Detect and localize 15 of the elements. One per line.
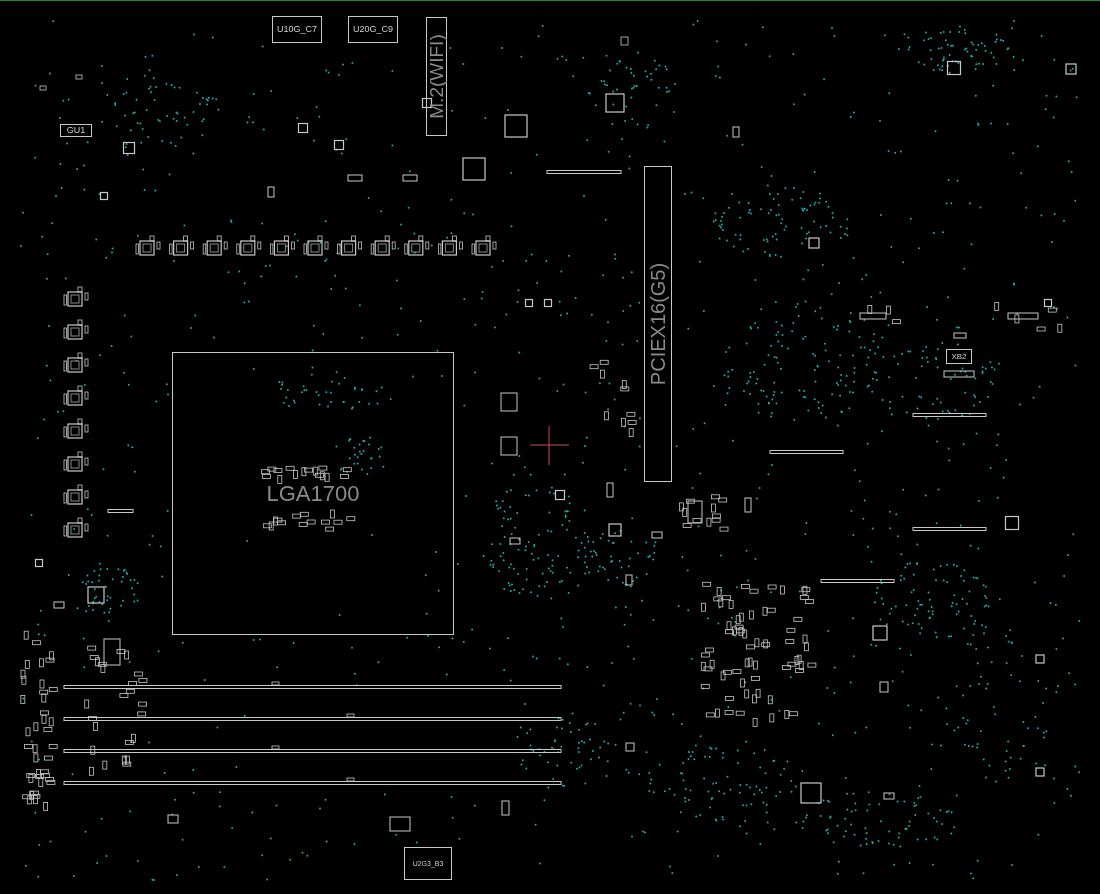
component-footprint [644, 166, 672, 482]
component-label: GU1 [66, 126, 86, 135]
component-footprint [60, 124, 92, 137]
component-label: M.2(WIFI) [427, 34, 446, 119]
component-label: U20G_C9 [353, 25, 393, 34]
component-label: U10G_C7 [277, 25, 317, 34]
component-footprint [348, 16, 398, 43]
component-footprint [272, 16, 322, 43]
component-footprint [172, 352, 454, 635]
component-label: PCIEX16(G5) [648, 262, 668, 386]
component-label: XB2 [951, 352, 967, 361]
component-footprint [404, 847, 452, 880]
component-footprint [946, 349, 972, 364]
component-footprint [426, 17, 447, 136]
component-label: LGA1700 [266, 482, 360, 505]
